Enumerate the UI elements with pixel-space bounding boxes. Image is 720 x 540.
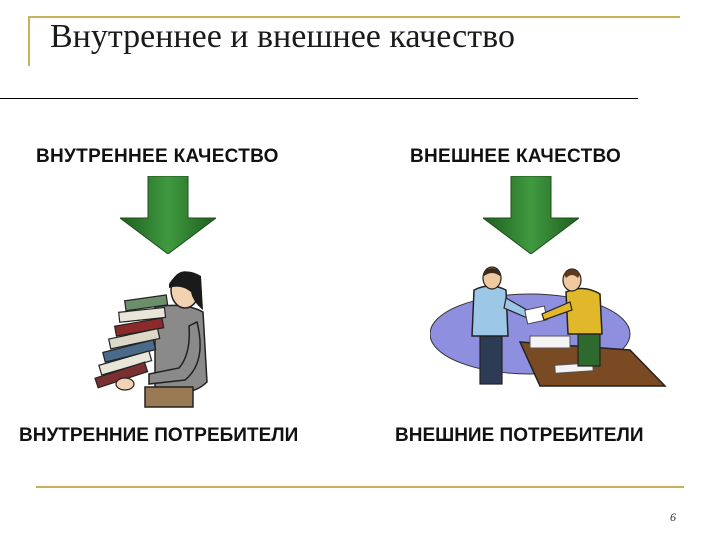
title-divider [0,98,638,99]
external-quality-heading: ВНЕШНЕЕ КАЧЕСТВО [410,146,622,167]
footer-divider [36,486,684,488]
person-carrying-books-icon [94,271,208,408]
title-frame [28,16,680,66]
internal-quality-heading: ВНУТРЕННЕЕ КАЧЕСТВО [36,146,279,167]
down-arrow-icon [483,176,579,254]
business-meeting-icon [430,266,667,387]
internal-consumers-label: ВНУТРЕННИЕ ПОТРЕБИТЕЛИ [19,425,299,446]
down-arrow-icon [120,176,216,254]
page-number: 6 [670,510,676,524]
external-consumers-label: ВНЕШНИЕ ПОТРЕБИТЕЛИ [395,425,644,446]
slide-title: Внутреннее и внешнее качество [50,18,515,55]
